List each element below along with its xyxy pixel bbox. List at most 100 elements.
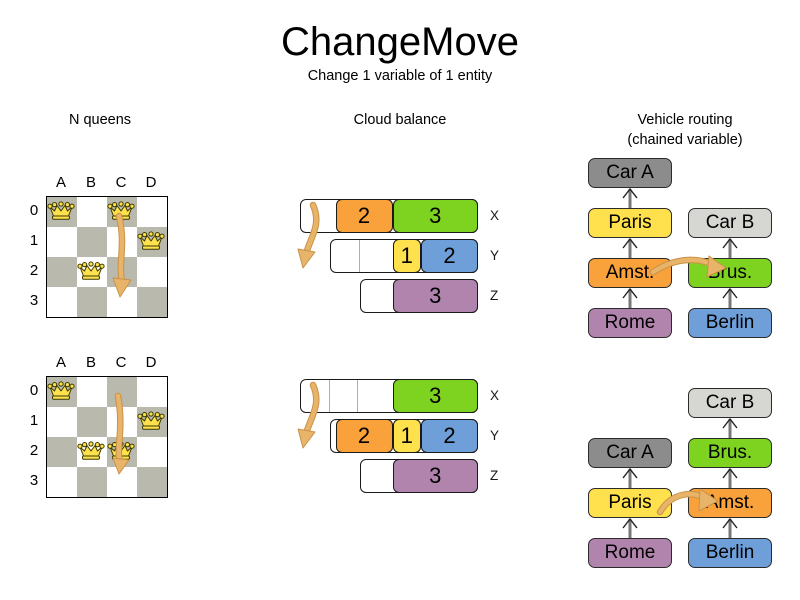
file-label-B: B — [85, 354, 96, 371]
process-yellow-1[interactable]: 1 — [392, 239, 421, 273]
chessboard-grid — [46, 376, 168, 498]
queen-icon — [77, 441, 105, 460]
capacity-tick — [357, 380, 358, 412]
computer-label-Y: Y — [490, 248, 500, 263]
queen-C2[interactable] — [106, 436, 136, 466]
queen-D1[interactable] — [136, 406, 166, 436]
vrp-node-carb-a-right[interactable]: Car B — [688, 388, 772, 418]
vehicle-heading-line2: (chained variable) — [627, 132, 743, 148]
queen-icon — [47, 381, 75, 400]
queen-B2[interactable] — [76, 256, 106, 286]
vrp-node-cara-a-left[interactable]: Car A — [588, 438, 672, 468]
process-orange-2[interactable]: 2 — [335, 199, 393, 233]
board-cell-D0[interactable] — [137, 197, 167, 227]
vrp-node-paris-a-left[interactable]: Paris — [588, 488, 672, 518]
file-label-D: D — [145, 354, 157, 371]
file-label-C: C — [115, 354, 127, 371]
board-cell-D3[interactable] — [137, 287, 167, 317]
vrp-node-brus-b-right[interactable]: Brus. — [688, 258, 772, 288]
board-cell-D2[interactable] — [137, 437, 167, 467]
board-cell-B3[interactable] — [77, 287, 107, 317]
queen-icon — [107, 201, 135, 220]
queen-B2[interactable] — [76, 436, 106, 466]
rank-label-0: 0 — [29, 382, 39, 399]
process-green-3[interactable]: 3 — [392, 199, 478, 233]
rank-label-1: 1 — [29, 412, 39, 429]
queen-A0[interactable] — [46, 376, 76, 406]
process-yellow-1[interactable]: 1 — [392, 419, 421, 453]
board-cell-A1[interactable] — [47, 227, 77, 257]
board-cell-A3[interactable] — [47, 287, 77, 317]
vrp-node-amst-a-right[interactable]: Amst. — [688, 488, 772, 518]
vrp-node-rome-a-left[interactable]: Rome — [588, 538, 672, 568]
rank-label-3: 3 — [29, 292, 39, 309]
computer-row-X: 3 — [300, 379, 478, 413]
computer-label-Z: Z — [490, 468, 499, 483]
file-label-A: A — [55, 174, 66, 191]
board-cell-D2[interactable] — [137, 257, 167, 287]
section-heading-vehiclerouting: Vehicle routing (chained variable) — [590, 110, 780, 150]
vrp-node-amst-b-left[interactable]: Amst. — [588, 258, 672, 288]
queen-icon — [47, 201, 75, 220]
rank-label-2: 2 — [29, 262, 39, 279]
process-purple-3[interactable]: 3 — [392, 459, 478, 493]
board-cell-A1[interactable] — [47, 407, 77, 437]
board-cell-A2[interactable] — [47, 257, 77, 287]
board-cell-C3[interactable] — [107, 467, 137, 497]
queen-icon — [137, 411, 165, 430]
file-label-B: B — [85, 174, 96, 191]
computer-label-X: X — [490, 388, 500, 403]
queen-C0[interactable] — [106, 196, 136, 226]
board-cell-B0[interactable] — [77, 197, 107, 227]
board-cell-B1[interactable] — [77, 227, 107, 257]
process-purple-3[interactable]: 3 — [392, 279, 478, 313]
board-cell-A2[interactable] — [47, 437, 77, 467]
vrp-node-rome-b-left[interactable]: Rome — [588, 308, 672, 338]
board-cell-C1[interactable] — [107, 227, 137, 257]
board-cell-B0[interactable] — [77, 377, 107, 407]
board-cell-D3[interactable] — [137, 467, 167, 497]
vehicle-heading-line1: Vehicle routing — [637, 112, 733, 128]
file-label-A: A — [55, 354, 66, 371]
computer-label-Z: Z — [490, 288, 499, 303]
board-cell-C0[interactable] — [107, 377, 137, 407]
vrp-node-carb-b-right[interactable]: Car B — [688, 208, 772, 238]
process-blue-2[interactable]: 2 — [421, 419, 478, 453]
vrp-node-berlin-b-right[interactable]: Berlin — [688, 308, 772, 338]
process-green-3[interactable]: 3 — [392, 379, 478, 413]
computer-label-Y: Y — [490, 428, 500, 443]
page-subtitle: Change 1 variable of 1 entity — [307, 68, 493, 84]
file-label-C: C — [115, 174, 127, 191]
computer-label-X: X — [490, 208, 500, 223]
computer-row-Z: 3 — [360, 459, 478, 493]
capacity-tick — [358, 240, 360, 272]
board-cell-C2[interactable] — [107, 257, 137, 287]
vrp-node-brus-a-right[interactable]: Brus. — [688, 438, 772, 468]
vrp-node-cara-b-left[interactable]: Car A — [588, 158, 672, 188]
computer-row-Z: 3 — [360, 279, 478, 313]
process-blue-2[interactable]: 2 — [421, 239, 478, 273]
file-label-D: D — [145, 174, 157, 191]
page-title: ChangeMove — [281, 20, 519, 64]
rank-label-1: 1 — [29, 232, 39, 249]
vrp-node-berlin-a-right[interactable]: Berlin — [688, 538, 772, 568]
rank-label-3: 3 — [29, 472, 39, 489]
board-cell-C1[interactable] — [107, 407, 137, 437]
board-cell-C3[interactable] — [107, 287, 137, 317]
queen-D1[interactable] — [136, 226, 166, 256]
process-orange-2[interactable]: 2 — [335, 419, 393, 453]
board-cell-D0[interactable] — [137, 377, 167, 407]
queen-A0[interactable] — [46, 196, 76, 226]
board-cell-A3[interactable] — [47, 467, 77, 497]
board-cell-B1[interactable] — [77, 407, 107, 437]
board-cell-B3[interactable] — [77, 467, 107, 497]
rank-label-0: 0 — [29, 202, 39, 219]
rank-label-2: 2 — [29, 442, 39, 459]
queen-icon — [137, 231, 165, 250]
vrp-node-paris-b-left[interactable]: Paris — [588, 208, 672, 238]
queen-icon — [107, 441, 135, 460]
